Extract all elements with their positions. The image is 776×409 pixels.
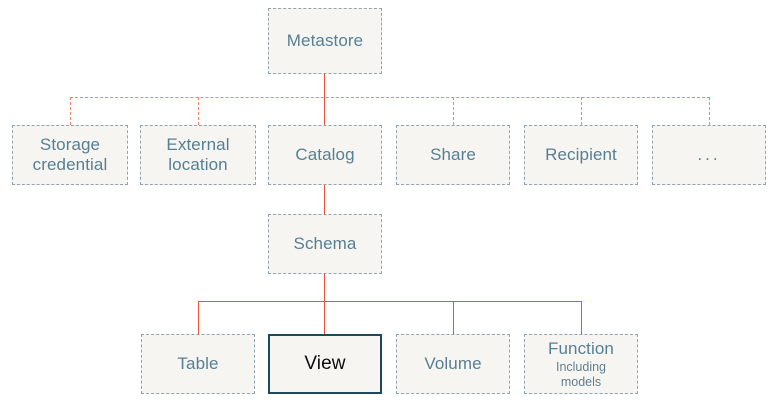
node-view-label: View: [304, 352, 346, 374]
connector-drop-catalog: [324, 97, 325, 125]
node-catalog[interactable]: Catalog: [268, 125, 382, 185]
connector-schema-bus: [198, 301, 582, 302]
node-function[interactable]: Function Including models: [524, 334, 638, 394]
connector-drop-storage-credential: [70, 97, 71, 125]
connector-drop-table: [198, 301, 199, 334]
connector-drop-share: [453, 97, 454, 125]
node-table[interactable]: Table: [141, 334, 255, 394]
node-table-label: Table: [177, 353, 219, 373]
node-function-subtitle-line2: models: [560, 375, 602, 390]
node-recipient[interactable]: Recipient: [524, 125, 638, 185]
node-function-subtitle-line1: Including: [555, 359, 607, 374]
node-function-label: Function: [547, 338, 614, 358]
node-more[interactable]: ...: [652, 125, 766, 185]
node-share[interactable]: Share: [396, 125, 510, 185]
connector-drop-function: [581, 301, 582, 334]
node-storage-credential-label-line1: Storage: [39, 134, 101, 154]
connector-drop-external-location: [198, 97, 199, 125]
connector-catalog-to-schema: [324, 185, 325, 214]
node-schema-label: Schema: [293, 233, 357, 253]
node-external-location-label-line1: External: [166, 134, 230, 154]
node-external-location-label-line2: location: [168, 155, 228, 174]
connector-metastore-stem: [324, 74, 325, 98]
node-view[interactable]: View: [268, 334, 382, 394]
node-more-label: ...: [697, 144, 721, 164]
connector-metastore-bus: [70, 97, 710, 98]
connector-schema-stem: [324, 274, 325, 334]
connector-drop-volume: [453, 301, 454, 334]
node-schema[interactable]: Schema: [268, 214, 382, 274]
node-metastore-label: Metastore: [286, 30, 364, 50]
node-storage-credential-label-line2: credential: [32, 155, 108, 174]
node-external-location[interactable]: External location: [140, 125, 256, 185]
node-volume-label: Volume: [424, 353, 482, 373]
node-metastore[interactable]: Metastore: [268, 8, 382, 74]
node-storage-credential[interactable]: Storage credential: [12, 125, 128, 185]
node-catalog-label: Catalog: [295, 144, 355, 164]
node-share-label: Share: [430, 144, 476, 164]
node-recipient-label: Recipient: [545, 144, 617, 164]
node-volume[interactable]: Volume: [396, 334, 510, 394]
connector-drop-more: [709, 97, 710, 125]
connector-drop-recipient: [581, 97, 582, 125]
